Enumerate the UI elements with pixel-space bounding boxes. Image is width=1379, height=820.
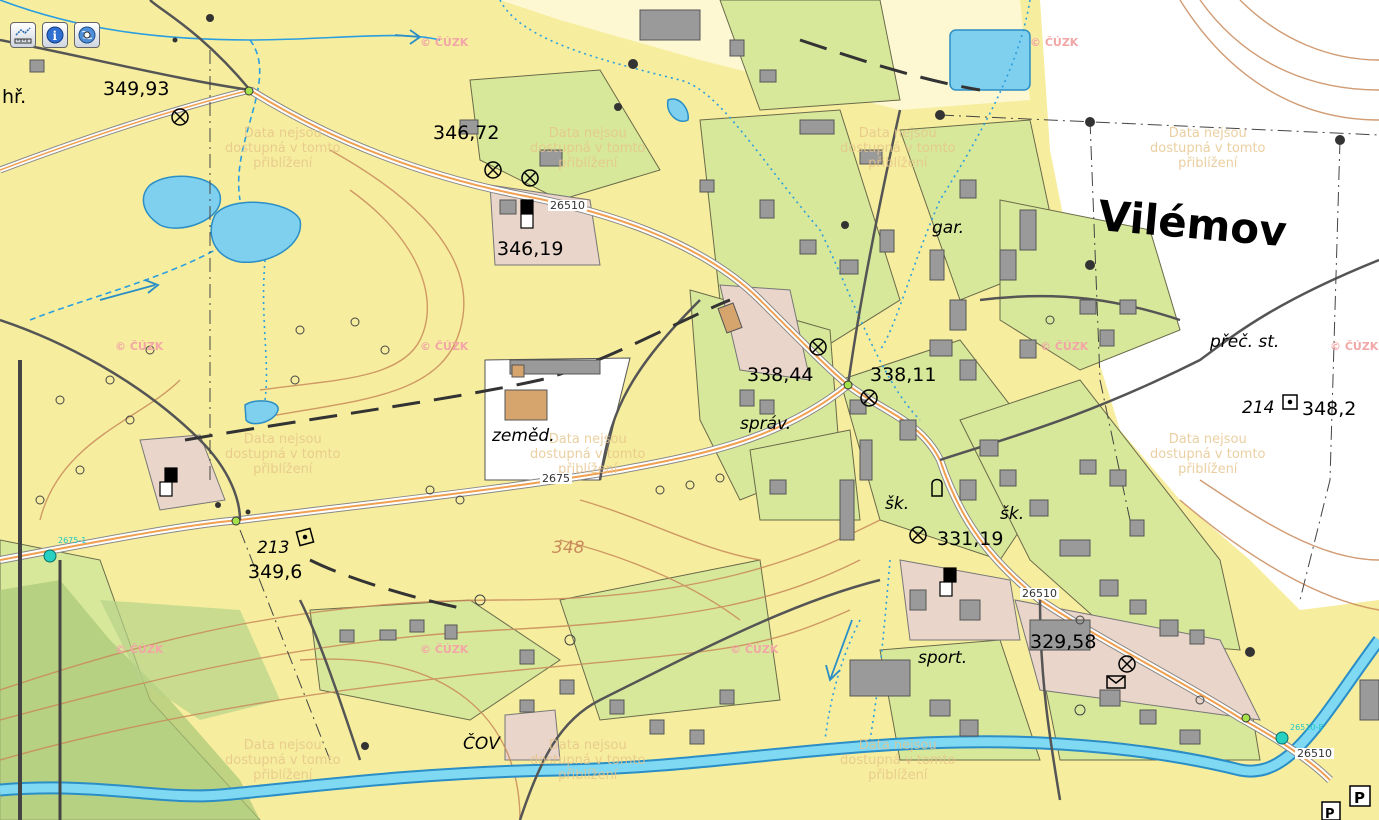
- road-number-label: 2675: [540, 472, 572, 485]
- flow-arrows: [99, 29, 853, 682]
- svg-text:i: i: [53, 29, 58, 43]
- tree-symbols: [35, 315, 1205, 716]
- buildings: [29, 9, 1379, 745]
- farm-building: [504, 389, 548, 421]
- house-symbols: [159, 199, 957, 597]
- road-nodes: [231, 86, 1251, 723]
- place-label: přeč. st.: [1210, 332, 1280, 352]
- watermark-cuzk: © ČÚZK: [420, 340, 469, 353]
- survey-points: [172, 14, 1345, 750]
- place-label: ČOV: [463, 734, 500, 754]
- elevation-label: 338,11: [870, 364, 937, 386]
- measure-tool-button[interactable]: [10, 22, 36, 48]
- coordinates-tool-button[interactable]: [74, 22, 100, 48]
- road-number-label: 26510: [1020, 587, 1059, 600]
- svg-text:P: P: [1354, 789, 1365, 807]
- watermark-cuzk: © ČÚZK: [1030, 36, 1079, 49]
- contour-label: 348: [552, 538, 585, 558]
- elevation-label: 349,93: [103, 78, 170, 100]
- small-building-orange: [717, 302, 743, 334]
- boundary-lines: [184, 38, 981, 612]
- road-id-label: 2675-1: [58, 536, 87, 545]
- elevation-label: 349,6: [248, 561, 303, 583]
- place-label: šk.: [885, 494, 910, 514]
- watermark-cuzk: © ČÚZK: [115, 340, 164, 353]
- place-label: správ.: [740, 414, 792, 434]
- cadastre-lines: [209, 50, 1379, 761]
- elevation-label: 338,44: [747, 364, 814, 386]
- elevation-label: 346,19: [497, 238, 564, 260]
- elevation-label: 346,72: [433, 122, 500, 144]
- watermark-cuzk: © ČÚZK: [115, 643, 164, 656]
- place-label: šk.: [1000, 504, 1025, 524]
- point-number-label: 213: [257, 538, 290, 558]
- place-label: hř.: [2, 86, 27, 108]
- watermark-cuzk: © ČÚZK: [1330, 340, 1379, 353]
- watermark-cuzk: © ČÚZK: [420, 643, 469, 656]
- map-toolbar: i: [10, 22, 100, 48]
- svg-text:P: P: [1325, 807, 1335, 820]
- elevation-label: 348,2: [1302, 398, 1357, 420]
- road-id-label: 26510-8: [1290, 723, 1324, 732]
- open-area-east: [1040, 0, 1379, 610]
- parking-signs: [1321, 785, 1371, 820]
- point-symbols: [171, 108, 1298, 689]
- watermark-cuzk: © ČÚZK: [420, 36, 469, 49]
- road-id-markers: [43, 549, 1289, 745]
- ruler-icon: [14, 27, 32, 44]
- place-label: sport.: [918, 648, 968, 668]
- slope-hatching: [18, 360, 62, 820]
- elevation-label: 331,19: [937, 528, 1004, 550]
- forest-area: [0, 580, 260, 820]
- place-label: zeměd.: [492, 426, 555, 446]
- water-bodies: [142, 29, 1031, 425]
- globe-icon: [78, 26, 96, 44]
- info-icon: i: [46, 26, 64, 44]
- road-number-label: 26510: [1295, 747, 1334, 760]
- road-number-label: 26510: [548, 199, 587, 212]
- info-tool-button[interactable]: i: [42, 22, 68, 48]
- forest-area-2: [100, 600, 280, 720]
- small-building-orange2: [511, 364, 525, 378]
- streams: [0, 0, 1031, 741]
- elevation-label: 329,58: [1030, 631, 1097, 653]
- watermark-cuzk: © ČÚZK: [730, 643, 779, 656]
- watermark-cuzk: © ČÚZK: [1040, 340, 1089, 353]
- place-label: gar.: [932, 218, 965, 238]
- point-number-label: 214: [1242, 398, 1275, 418]
